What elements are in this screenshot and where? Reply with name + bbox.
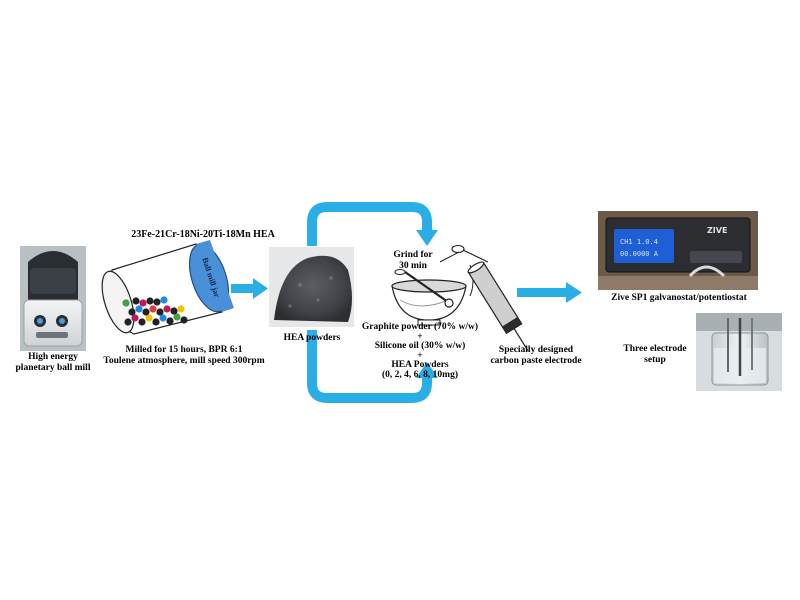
carbon-paste-electrode [467, 261, 529, 351]
milling-condition-line1: Milled for 15 hours, BPR 6:1 [125, 345, 243, 355]
milling-condition-line2: Toulene atmosphere, mill speed 300rpm [103, 356, 265, 366]
screen-line-1: CH1 1.0.4 [620, 238, 658, 246]
hea-powders-caption: HEA powders [283, 333, 341, 343]
hea-composition-title: 23Fe-21Cr-18Ni-20Ti-18Mn HEA [131, 229, 275, 240]
potentiostat-caption: Zive SP1 galvanostat/potentiostat [611, 293, 747, 303]
arrow-jar-to-powder [231, 278, 268, 299]
curved-arrow-top [307, 202, 438, 246]
cell-caption-line1: Three electrode [623, 344, 687, 354]
spatula-drawing [439, 244, 489, 297]
cell-caption-line2: setup [644, 355, 666, 365]
ball-mill-jar [101, 240, 234, 335]
potentiostat-photo: CH1 1.0.4 00.0000 A ZIVE [598, 211, 758, 290]
comp-plus1: + [417, 331, 423, 342]
milling-balls [122, 296, 188, 326]
ball-mill-caption: High energy planetary ball mill [14, 352, 92, 374]
arrow-electrode-to-instrument [517, 282, 582, 303]
comp-line2: Silicone oil (30% w/w) [374, 341, 466, 352]
mortar-pestle-drawing [391, 269, 467, 326]
three-electrode-caption: Three electrode setup [618, 344, 692, 366]
instrument-brand: ZIVE [707, 226, 727, 235]
grind-time-label: Grind for 30 min [388, 250, 438, 272]
screen-line-2: 00.0000 A [620, 250, 659, 258]
ball-mill-photo [20, 246, 86, 351]
ball-mill-caption-line2: planetary ball mill [15, 363, 91, 373]
comp-line1: Graphite powder (70% w/w) [361, 322, 479, 332]
hea-powder-photo [269, 247, 354, 327]
electrode-caption-line1: Specially designed [498, 345, 574, 355]
milling-conditions: Milled for 15 hours, BPR 6:1 Toulene atm… [96, 345, 272, 367]
comp-plus2: + [417, 350, 423, 361]
comp-line3: HEA Powders [391, 360, 449, 371]
grind-line2: 30 min [399, 261, 427, 271]
curved-arrow-bottom [307, 330, 438, 403]
grind-line1: Grind for [393, 250, 433, 260]
three-electrode-cell-photo [696, 313, 782, 391]
electrode-caption-line2: carbon paste electrode [490, 356, 582, 366]
ball-mill-caption-line1: High energy [28, 352, 78, 362]
paste-composition: Graphite powder (70% w/w) + Silicone oil… [356, 322, 484, 381]
comp-line4: (0, 2, 4, 6, 8, 10mg) [382, 369, 458, 380]
electrode-caption: Specially designed carbon paste electrod… [484, 345, 588, 367]
